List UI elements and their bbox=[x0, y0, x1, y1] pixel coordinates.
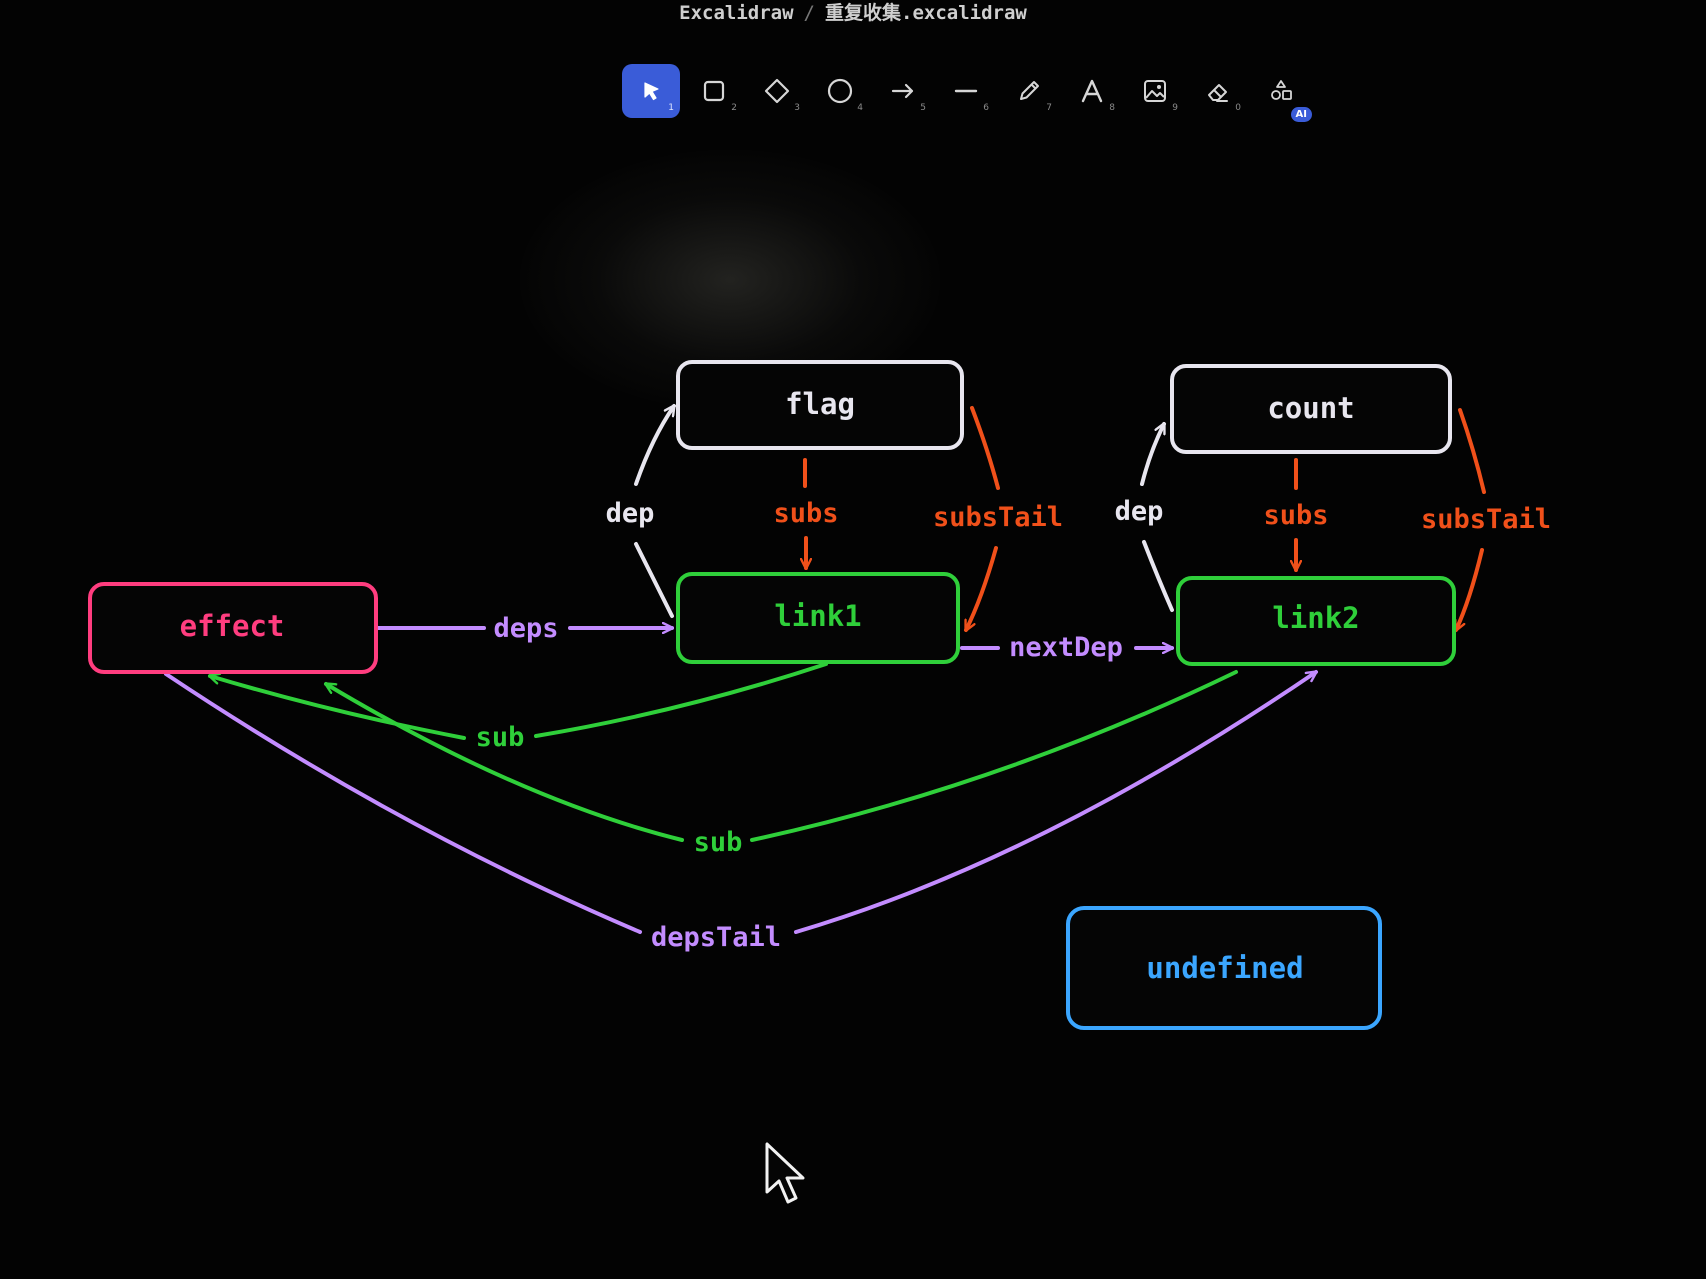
tool-key: 8 bbox=[1109, 103, 1115, 113]
edge-depstail-right[interactable] bbox=[794, 670, 1316, 934]
edge-dep-link1-flag-lower[interactable] bbox=[634, 542, 674, 618]
edge-label-dep-2: dep bbox=[1115, 496, 1164, 527]
edge-label-nextdep: nextDep bbox=[1009, 632, 1123, 663]
shape-toolbar: 1 2 3 4 5 6 7 8 9 0 AI bbox=[622, 62, 1315, 122]
arrow-icon bbox=[891, 83, 914, 99]
node-label-undefined: undefined bbox=[1146, 951, 1303, 985]
pencil-icon bbox=[1020, 81, 1039, 100]
tool-line[interactable]: 6 bbox=[937, 64, 995, 118]
node-effect[interactable]: effect bbox=[88, 582, 378, 674]
edge-substail-flag-link1-lower[interactable] bbox=[964, 546, 998, 630]
tool-key: 1 bbox=[668, 103, 674, 113]
image-icon bbox=[1144, 80, 1166, 102]
node-label-count: count bbox=[1267, 391, 1354, 425]
edge-dep-link1-flag-upper[interactable] bbox=[634, 406, 676, 486]
tool-key: 6 bbox=[983, 103, 989, 113]
tool-arrow[interactable]: 5 bbox=[874, 64, 932, 118]
title-separator: / bbox=[803, 2, 815, 24]
diamond-icon bbox=[764, 78, 790, 104]
ai-badge: AI bbox=[1290, 107, 1312, 122]
app-name: Excalidraw bbox=[679, 2, 794, 24]
edge-label-sub-2: sub bbox=[694, 827, 743, 858]
edge-dep-link2-count-upper[interactable] bbox=[1140, 424, 1166, 486]
tool-more-shapes[interactable]: AI bbox=[1252, 64, 1312, 122]
tool-key: 7 bbox=[1046, 103, 1052, 113]
ellipse-icon bbox=[827, 78, 853, 104]
file-name: 重复收集.excalidraw bbox=[825, 2, 1027, 24]
tool-image[interactable]: 9 bbox=[1126, 64, 1184, 118]
edge-label-deps: deps bbox=[493, 613, 558, 644]
edge-sub-link2-effect-right[interactable] bbox=[750, 670, 1238, 842]
edge-label-subs-2: subs bbox=[1263, 500, 1328, 531]
node-label-link1: link1 bbox=[774, 599, 861, 633]
edge-substail-flag-link1-upper[interactable] bbox=[970, 406, 1000, 490]
eraser-icon bbox=[1208, 84, 1228, 102]
edge-substail-count-link2-lower[interactable] bbox=[1454, 548, 1484, 630]
node-link1[interactable]: link1 bbox=[676, 572, 960, 664]
edge-label-subs-1: subs bbox=[773, 498, 838, 529]
tool-key: 4 bbox=[857, 103, 863, 113]
node-label-link2: link2 bbox=[1272, 601, 1359, 635]
node-flag[interactable]: flag bbox=[676, 360, 964, 450]
tool-selection[interactable]: 1 bbox=[622, 64, 680, 118]
tool-diamond[interactable]: 3 bbox=[748, 64, 806, 118]
edge-label-depstail: depsTail bbox=[651, 922, 781, 953]
tool-eraser[interactable]: 0 bbox=[1189, 64, 1247, 118]
edge-label-substail-2: subsTail bbox=[1421, 504, 1551, 535]
text-icon bbox=[1081, 79, 1103, 103]
mouse-pointer-icon bbox=[765, 1142, 805, 1204]
tool-rectangle[interactable]: 2 bbox=[685, 64, 743, 118]
edge-sub-link1-effect-right[interactable] bbox=[534, 662, 828, 738]
tool-key: 0 bbox=[1235, 103, 1241, 113]
line-icon bbox=[954, 89, 978, 93]
edge-sub-link2-effect-left[interactable] bbox=[326, 682, 684, 842]
tool-key: 9 bbox=[1172, 103, 1178, 113]
edge-substail-count-link2-upper[interactable] bbox=[1458, 408, 1486, 494]
edge-sub-link1-effect-left[interactable] bbox=[210, 676, 466, 740]
tool-key: 5 bbox=[920, 103, 926, 113]
tool-ellipse[interactable]: 4 bbox=[811, 64, 869, 118]
edge-label-dep-1: dep bbox=[606, 498, 655, 529]
shapes-library-icon bbox=[1271, 80, 1292, 100]
rectangle-icon bbox=[703, 80, 725, 102]
node-link2[interactable]: link2 bbox=[1176, 576, 1456, 666]
node-count[interactable]: count bbox=[1170, 364, 1452, 454]
edge-label-substail-1: subsTail bbox=[933, 502, 1063, 533]
window-title: Excalidraw / 重复收集.excalidraw bbox=[0, 0, 1706, 30]
node-label-flag: flag bbox=[785, 387, 855, 421]
edge-label-sub-1: sub bbox=[476, 722, 525, 753]
node-label-effect: effect bbox=[180, 609, 285, 643]
tool-key: 2 bbox=[731, 103, 737, 113]
tool-text[interactable]: 8 bbox=[1063, 64, 1121, 118]
pointer-icon bbox=[644, 82, 659, 101]
edge-depstail-left[interactable] bbox=[164, 672, 642, 934]
node-undefined[interactable]: undefined bbox=[1066, 906, 1382, 1030]
tool-draw[interactable]: 7 bbox=[1000, 64, 1058, 118]
edge-dep-link2-count-lower[interactable] bbox=[1142, 540, 1174, 612]
tool-key: 3 bbox=[794, 103, 800, 113]
